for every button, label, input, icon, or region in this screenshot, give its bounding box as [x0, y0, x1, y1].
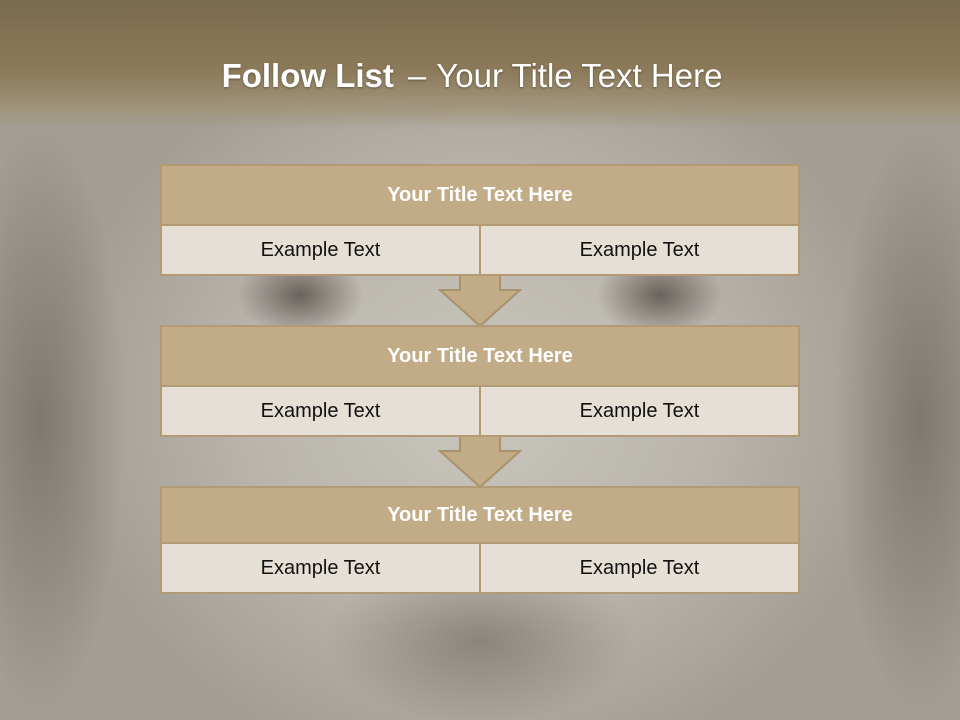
- step-cell-left: Example Text: [260, 399, 381, 422]
- step-cell-left: Example Text: [260, 556, 381, 579]
- step-block-1: Your Title Text Here Example Text Exampl…: [160, 164, 800, 276]
- title-dash: –: [407, 57, 427, 94]
- step-row: Example Text Example Text: [162, 226, 798, 274]
- step-title: Your Title Text Here: [162, 166, 798, 226]
- step-cell-right: Example Text: [479, 544, 798, 592]
- slide-title: Follow List–Your Title Text Here: [0, 54, 944, 98]
- step-title: Your Title Text Here: [162, 327, 798, 387]
- step-block-3: Your Title Text Here Example Text Exampl…: [160, 486, 800, 594]
- step-block-2: Your Title Text Here Example Text Exampl…: [160, 325, 800, 437]
- title-rest: Your Title Text Here: [436, 57, 723, 94]
- step-row: Example Text Example Text: [162, 387, 798, 435]
- down-arrow-icon: [438, 431, 522, 489]
- title-bold: Follow List: [221, 57, 394, 94]
- step-cell-right: Example Text: [479, 226, 798, 274]
- step-row: Example Text Example Text: [162, 544, 798, 592]
- step-title: Your Title Text Here: [162, 488, 798, 544]
- header-band: [0, 0, 960, 130]
- step-cell-right: Example Text: [479, 387, 798, 435]
- step-cell-left: Example Text: [260, 238, 381, 261]
- down-arrow-icon: [438, 270, 522, 328]
